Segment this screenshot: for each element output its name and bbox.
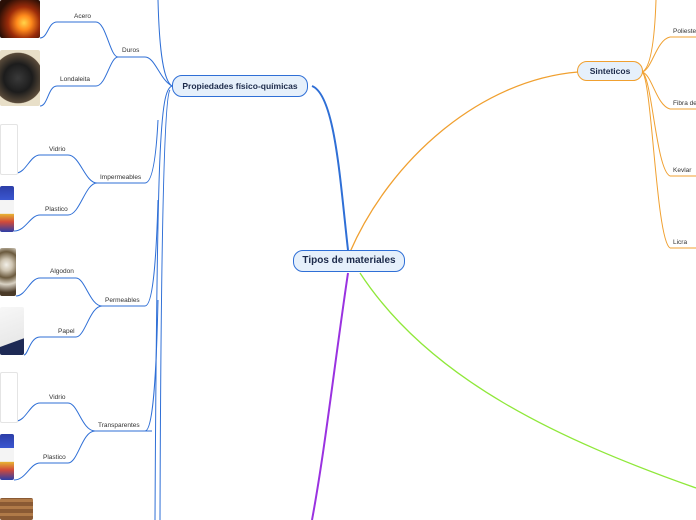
bottle-image [0,186,14,232]
topic-kevlar[interactable]: Kevlar [673,167,692,174]
connector-plastico-2 [67,430,96,464]
topic-plastico-2[interactable]: Plastico [43,454,66,461]
topic-sinteticos[interactable]: Sinteticos [577,61,643,81]
paper-image [0,307,24,355]
bottle-image [0,434,14,480]
connector-thumb-vidrio-1 [15,154,41,174]
trunk-left-a [154,85,173,520]
topic-vidrio-1[interactable]: Vidrio [49,146,66,153]
central-topic[interactable]: Tipos de materiales [293,250,405,272]
topic-acero[interactable]: Acero [74,13,91,20]
connector-papel [75,305,103,338]
fire-steel-image [0,0,40,38]
topic-impermeables[interactable]: Impermeables [100,174,142,181]
connector-vidrio-1 [67,154,98,184]
connector-kevlar [641,71,671,177]
connector-algodon [75,277,103,307]
topic-transparentes[interactable]: Transparentes [98,422,140,429]
connector-sinteticos-trunk-top [641,0,657,73]
trunk-left-b [157,0,173,87]
connector-thumb-plastico-2 [13,462,41,481]
glass-image [0,124,18,175]
cotton-image [0,248,16,296]
connector-impermeables [144,119,159,184]
topic-vidrio-2[interactable]: Vidrio [49,394,66,401]
connector-thumb-papel [23,336,41,356]
connector-thumb-vidrio-2 [15,402,41,422]
connector-thumb-londaleita [39,85,58,107]
glass-image [0,372,18,423]
topic-physchem[interactable]: Propiedades físico-químicas [172,75,308,97]
connector-londaleita [95,56,119,87]
connector-vidrio-2 [67,402,96,432]
connector-acero [95,21,119,58]
topic-permeables[interactable]: Permeables [105,297,140,304]
connector-thumb-algodon [15,277,41,297]
connector-poliester [641,36,671,73]
connector-thumb-acero [39,21,58,39]
connector-permeables [144,199,159,307]
topic-londaleita[interactable]: Londaleita [60,76,90,83]
connector-plastico-1 [67,182,98,216]
topic-poliester[interactable]: Poliester [673,28,696,35]
rock-image [0,50,40,106]
connector-root-to-physchem [311,85,349,251]
topic-papel[interactable]: Papel [58,328,75,335]
connector-root-to-sinteticos [349,71,579,253]
topic-duros[interactable]: Duros [122,47,140,54]
topic-plastico-1[interactable]: Plastico [45,206,68,213]
topic-licra[interactable]: Licra [673,239,688,246]
connector-licra [641,71,671,249]
connector-root-purple [311,272,349,520]
connector-duros [144,56,173,87]
connector-transparentes [144,299,159,432]
topic-algodon[interactable]: Algodon [50,268,74,275]
connector-root-green [359,272,696,489]
connector-thumb-plastico-1 [13,214,41,232]
trunk-left-c [159,89,171,520]
connector-fibra [641,71,671,110]
wood-image [0,498,33,520]
topic-fibra[interactable]: Fibra de [673,100,696,107]
